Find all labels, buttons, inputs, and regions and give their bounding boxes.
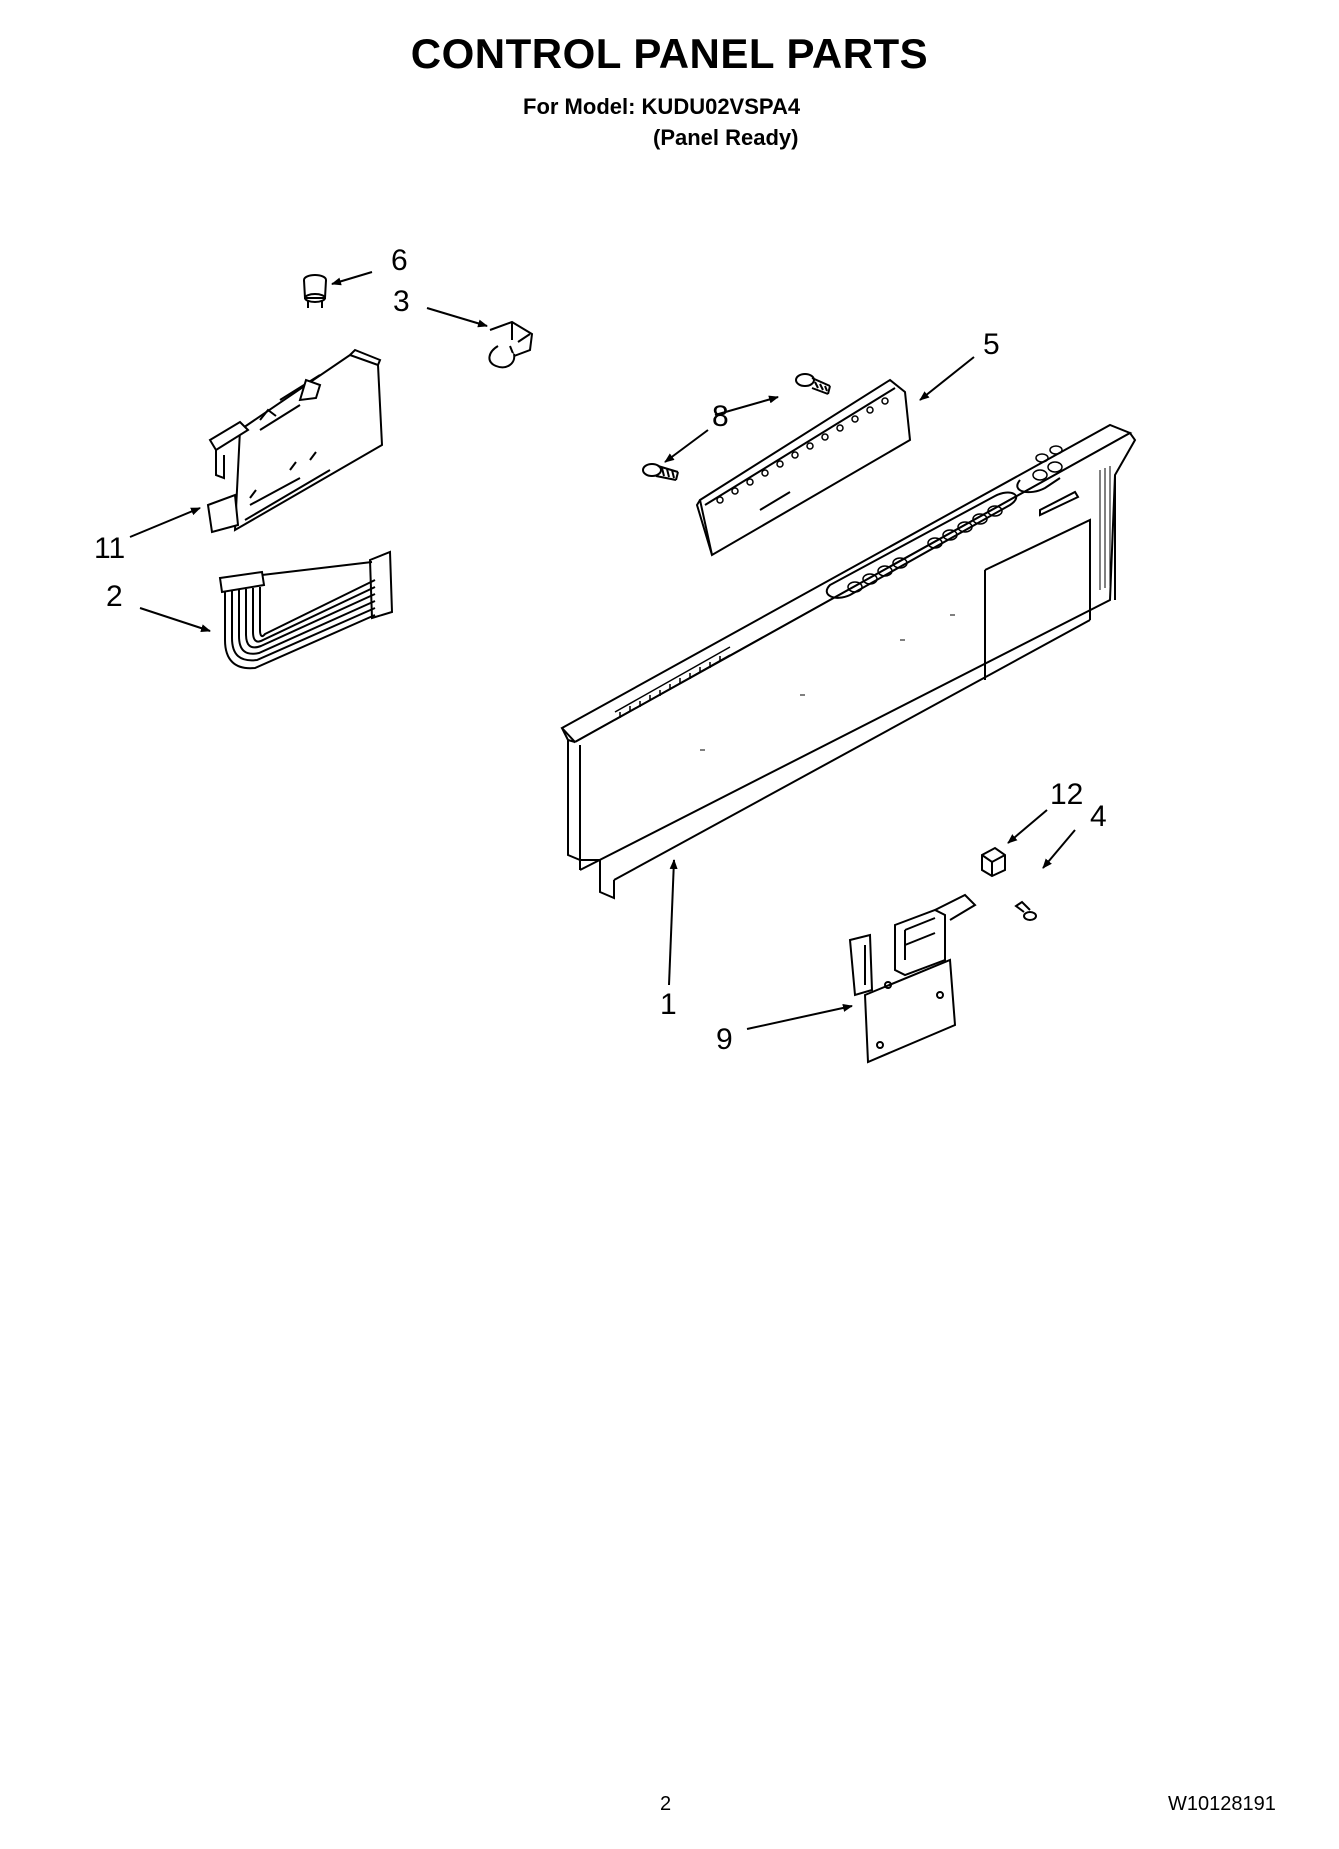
callout-part-5: 5 (983, 328, 1000, 361)
callout-part-12: 12 (1050, 778, 1084, 811)
leader-lines (129, 271, 1076, 1030)
part-1-control-panel (560, 423, 1137, 900)
panel-note: (Panel Ready) (653, 125, 799, 150)
callout-part-1: 1 (660, 988, 677, 1021)
part-4-screw (1014, 900, 1037, 921)
part-2-wire-harness (218, 550, 394, 670)
callout-part-2: 2 (106, 580, 123, 613)
model-line: For Model: KUDU02VSPA4 (523, 94, 801, 119)
callout-part-3: 3 (393, 285, 410, 318)
callout-part-8: 8 (712, 400, 729, 433)
callout-part-6: 6 (391, 244, 408, 277)
document-number: W10128191 (1168, 1793, 1276, 1815)
part-3-clip (488, 320, 534, 369)
part-8-screw-lower (642, 463, 679, 481)
part-12-actuator (981, 846, 1006, 878)
part-6-button-cap (303, 274, 327, 308)
part-5-user-interface-board (695, 378, 912, 557)
part-8-screw-upper (795, 373, 831, 395)
part-11-control-board (206, 348, 384, 534)
callout-part-4: 4 (1090, 800, 1107, 833)
callout-part-9: 9 (716, 1023, 733, 1056)
callout-part-11: 11 (94, 532, 126, 565)
part-9-door-switch (848, 893, 977, 1064)
page-number: 2 (660, 1793, 672, 1815)
page-title: CONTROL PANEL PARTS (410, 30, 929, 77)
